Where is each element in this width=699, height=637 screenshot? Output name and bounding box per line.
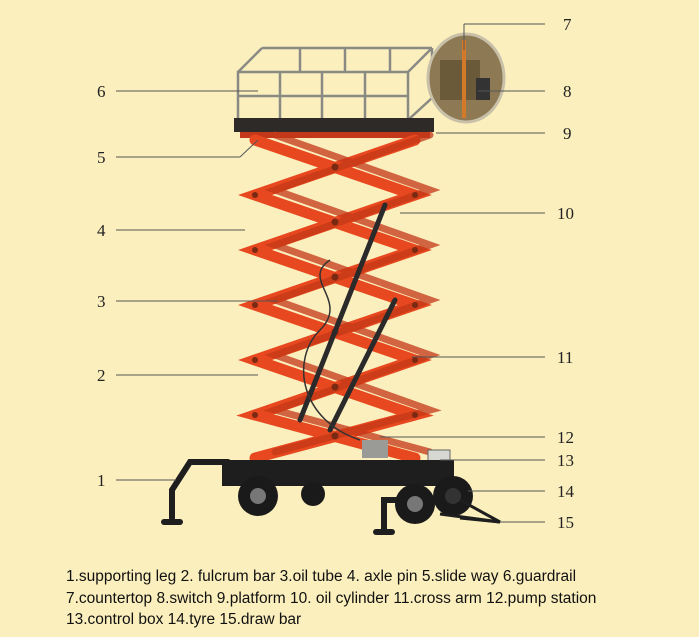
legend-line-2: 7.countertop 8.switch 9.platform 10. oil… <box>66 588 686 610</box>
callout-14: 14 <box>557 482 575 501</box>
pump-station <box>362 440 388 458</box>
callout-12: 12 <box>557 428 574 447</box>
callout-9: 9 <box>563 124 572 143</box>
scissor-lift-illustration <box>164 34 504 532</box>
platform <box>234 118 434 132</box>
parts-legend: 1.supporting leg 2. fulcrum bar 3.oil tu… <box>66 566 686 631</box>
callout-3: 3 <box>97 292 106 311</box>
legend-line-1: 1.supporting leg 2. fulcrum bar 3.oil tu… <box>66 566 686 588</box>
callout-6: 6 <box>97 82 106 101</box>
legend-line-3: 13.control box 14.tyre 15.draw bar <box>66 609 686 631</box>
callout-2: 2 <box>97 366 106 385</box>
guardrail <box>238 48 432 120</box>
callout-5: 5 <box>97 148 106 167</box>
callout-4: 4 <box>97 221 106 240</box>
slide-way <box>240 132 430 138</box>
callout-8: 8 <box>563 82 572 101</box>
callout-1: 1 <box>97 471 106 490</box>
callout-10: 10 <box>557 204 574 223</box>
scissor-lift-diagram: 6 5 4 3 2 1 7 8 9 10 11 12 13 14 15 <box>0 0 699 560</box>
callout-15: 15 <box>557 513 574 532</box>
switch-magnifier <box>428 34 504 122</box>
callout-7: 7 <box>563 15 572 34</box>
callout-11: 11 <box>557 348 573 367</box>
callout-13: 13 <box>557 451 574 470</box>
